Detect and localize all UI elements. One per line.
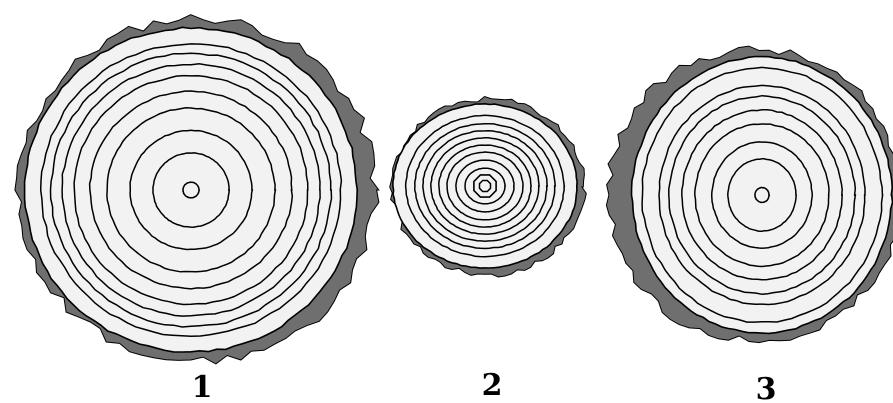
cross-section-2: 2: [390, 97, 587, 403]
cross-section-1: 1: [15, 15, 379, 403]
section-label-3: 3: [756, 372, 777, 403]
section-label-2: 2: [482, 368, 503, 403]
section-label-1: 1: [192, 370, 213, 403]
wood-disc-2: [393, 104, 577, 268]
wood-disc-3: [632, 57, 893, 334]
cross-section-3: 3: [606, 46, 893, 403]
